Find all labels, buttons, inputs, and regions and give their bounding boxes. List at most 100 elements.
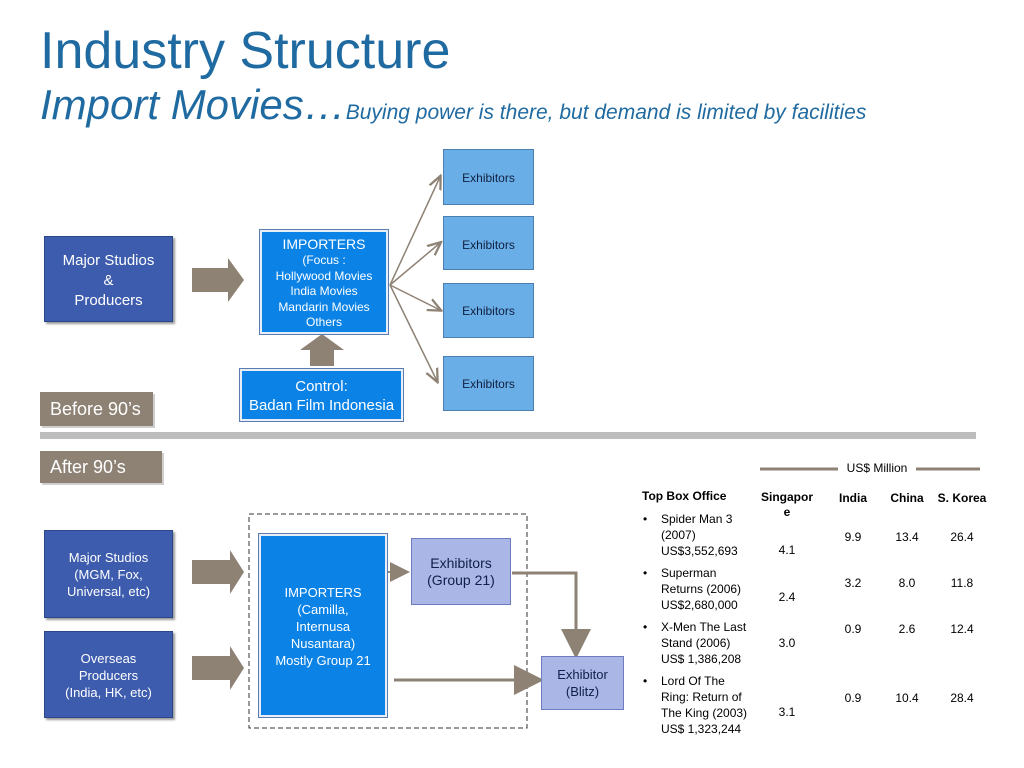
block-arrow-studios-importers xyxy=(192,258,244,302)
cell-korea-1: 26.4 xyxy=(950,530,974,544)
importers-after-line-1: IMPORTERS xyxy=(284,585,362,600)
major-studios-producers-box: Major Studios & Producers xyxy=(44,236,173,322)
fan-lines xyxy=(389,177,440,381)
cell-sg-3: 3.0 xyxy=(778,636,796,650)
overseas-producers-box: Overseas Producers (India, HK, etc) xyxy=(44,631,173,718)
block-arrow-overseas xyxy=(192,646,244,690)
unit-label: US$ Million xyxy=(846,461,908,475)
cell-korea-2: 11.8 xyxy=(950,576,974,590)
cell-china-1: 13.4 xyxy=(895,530,919,544)
exhibitor-box-3: Exhibitors xyxy=(443,283,534,338)
movie-4-line-2: Ring: Return of xyxy=(661,690,742,704)
studios-after-line-3: Universal, etc) xyxy=(66,584,151,599)
cell-india-3: 0.9 xyxy=(844,622,862,636)
page-subtitle: Import Movies…Buying power is there, but… xyxy=(40,82,866,138)
block-arrow-studios-after xyxy=(192,550,244,594)
subtitle-detail: Buying power is there, but demand is lim… xyxy=(345,101,867,124)
col-header-india: India xyxy=(838,491,867,505)
exhibitor-blitz-box: Exhibitor (Blitz) xyxy=(541,656,624,710)
col-header-china: China xyxy=(890,491,924,505)
importers-line-2: Hollywood Movies xyxy=(275,268,373,283)
subtitle-main: Import Movies… xyxy=(40,81,346,128)
blitz-line-2: (Blitz) xyxy=(565,684,600,699)
major-studios-after-box: Major Studios (MGM, Fox, Universal, etc) xyxy=(44,530,173,618)
cell-sg-4: 3.1 xyxy=(778,705,796,719)
overseas-line-2: Producers xyxy=(78,668,139,683)
studios-line-1: Major Studios xyxy=(62,252,155,269)
box-office-item-3: • X-Men The Last Stand (2006) US$ 1,386,… xyxy=(643,619,756,667)
bullet-3: • xyxy=(643,620,648,634)
importers-line-5: Others xyxy=(305,315,342,329)
cell-india-2: 3.2 xyxy=(844,576,862,590)
movie-2-line-2: Returns (2006) xyxy=(661,582,742,596)
cell-sg-1: 4.1 xyxy=(778,543,796,557)
movie-3-line-1: X-Men The Last xyxy=(661,620,747,634)
importers-after-line-4: Nusantara) xyxy=(290,636,356,651)
exhibitors21-line-2: (Group 21) xyxy=(427,572,495,588)
movie-3-line-3: US$ 1,386,208 xyxy=(661,652,742,666)
movie-2-line-3: US$2,680,000 xyxy=(661,598,738,612)
control-box: Control: Badan Film Indonesia xyxy=(239,368,404,422)
bullet-2: • xyxy=(643,566,648,580)
exhibitors-group21-box: Exhibitors (Group 21) xyxy=(411,538,511,605)
line-to-exhibitor-2 xyxy=(389,243,440,286)
movie-2-line-1: Superman xyxy=(661,566,717,580)
col-header-singapore: Singapor e xyxy=(760,490,813,519)
line-to-exhibitor-1 xyxy=(389,177,440,286)
cell-korea-3: 12.4 xyxy=(950,622,974,636)
importers-line-1: (Focus : xyxy=(302,253,346,267)
box-office-item-4: • Lord Of The Ring: Return of The King (… xyxy=(643,673,756,737)
importers-after-line-3: Internusa xyxy=(295,619,351,634)
bullet-1: • xyxy=(643,512,648,526)
page-title: Industry Structure xyxy=(40,22,451,80)
movie-4-line-4: US$ 1,323,244 xyxy=(661,722,742,736)
importers-line-4: Mandarin Movies xyxy=(278,299,370,314)
dashed-group-border xyxy=(248,513,528,729)
before-90s-label: Before 90’s xyxy=(40,392,153,426)
movie-4-line-3: The King (2003) xyxy=(661,706,748,720)
studios-after-line-2: (MGM, Fox, xyxy=(74,567,143,582)
studios-line-3: Producers xyxy=(74,292,143,309)
control-line-1: Control: xyxy=(295,378,348,395)
line-to-exhibitor-3 xyxy=(389,284,440,310)
cell-india-4: 0.9 xyxy=(844,691,862,705)
exhibitor-box-2: Exhibitors xyxy=(443,216,534,270)
cell-china-2: 8.0 xyxy=(898,576,916,590)
movie-1-line-3: US$3,552,693 xyxy=(661,544,738,558)
importers-after-box: IMPORTERS (Camilla, Internusa Nusantara)… xyxy=(258,533,388,718)
overseas-line-3: (India, HK, etc) xyxy=(65,685,152,700)
cell-china-4: 10.4 xyxy=(895,691,919,705)
cell-india-1: 9.9 xyxy=(844,530,862,544)
line-to-exhibitor-4 xyxy=(389,284,437,381)
importers-line-3: India Movies xyxy=(290,284,358,298)
movie-3-line-2: Stand (2006) xyxy=(661,636,731,650)
box-office-item-2: • Superman Returns (2006) US$2,680,000 xyxy=(643,565,756,613)
block-arrow-control-importers xyxy=(300,334,344,366)
exhibitor-box-1: Exhibitors xyxy=(443,149,534,205)
line-exhibitors21-blitz xyxy=(512,571,591,659)
movie-4-line-1: Lord Of The xyxy=(661,674,725,688)
exhibitors21-line-1: Exhibitors xyxy=(430,555,492,571)
importers-title: IMPORTERS xyxy=(282,236,366,252)
studios-after-line-1: Major Studios xyxy=(68,550,149,565)
importers-before-box: IMPORTERS (Focus : Hollywood Movies Indi… xyxy=(259,229,389,335)
blitz-line-1: Exhibitor xyxy=(557,667,608,682)
section-divider xyxy=(40,432,976,439)
studios-line-2: & xyxy=(103,272,114,289)
after-90s-label: After 90’s xyxy=(40,451,162,483)
box-office-item-1: • Spider Man 3 (2007) US$3,552,693 xyxy=(643,511,756,559)
cell-sg-2: 2.4 xyxy=(778,590,796,604)
top-box-office-header: Top Box Office xyxy=(642,489,727,503)
cell-china-3: 2.6 xyxy=(898,622,916,636)
importers-after-line-5: Mostly Group 21 xyxy=(275,653,371,668)
exhibitor-box-4: Exhibitors xyxy=(443,356,534,411)
importers-after-line-2: (Camilla, xyxy=(297,602,349,617)
col-header-s-korea: S. Korea xyxy=(937,491,987,505)
bullet-4: • xyxy=(643,674,648,688)
control-line-2: Badan Film Indonesia xyxy=(248,397,395,414)
cell-korea-4: 28.4 xyxy=(950,691,974,705)
overseas-line-1: Overseas xyxy=(80,651,137,666)
movie-1-line-2: (2007) xyxy=(661,528,696,542)
movie-1-line-1: Spider Man 3 xyxy=(661,512,733,526)
